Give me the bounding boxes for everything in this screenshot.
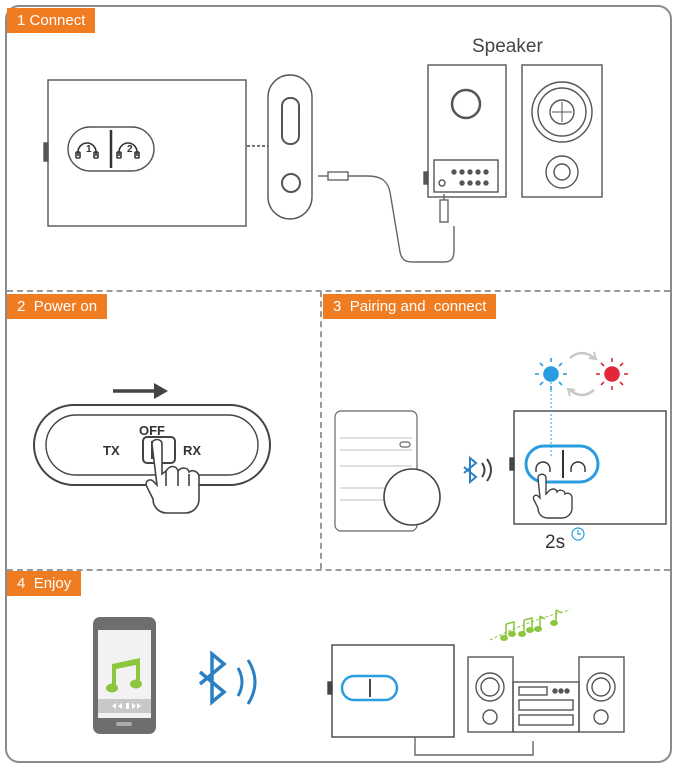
channel-1-s1: 1: [86, 144, 92, 155]
device-name-label: ML300: [388, 490, 434, 507]
speaker-label: Speaker: [472, 36, 543, 57]
section-2-step: 2: [17, 298, 26, 315]
switch-tx-label: TX: [103, 443, 120, 458]
section-3-title: Pairing and connect: [349, 298, 487, 315]
channel-2-s3: 2: [575, 463, 580, 472]
divider-middle: [320, 291, 322, 569]
channel-1-s4: 1: [352, 686, 357, 695]
section-1-tag: 1 Connect: [7, 8, 96, 33]
phone-settings-row1: BLUETOOTH: [342, 443, 361, 447]
instruction-frame: [5, 5, 672, 763]
section-2-title: Power on: [33, 298, 98, 315]
divider-top: [7, 290, 670, 292]
section-4-title: Enjoy: [33, 575, 72, 592]
phone-settings-row2: Controlled Sound: [342, 455, 366, 459]
section-3-step: 3: [333, 298, 342, 315]
press-time-label: 2s: [545, 532, 566, 553]
section-2-tag: 2 Power on: [7, 294, 108, 319]
switch-rx-label: RX: [183, 443, 202, 458]
section-4-tag: 4 Enjoy: [7, 571, 82, 596]
phone-settings-row3: Devices nearby: [342, 472, 363, 476]
channel-1-s3: 1: [540, 463, 545, 472]
section-1-step: 1: [17, 12, 26, 29]
phone-settings-title: Bluetooth: [352, 431, 369, 436]
phone-settings-row5: Sound connected / Bluetooth: [342, 492, 381, 496]
phone-screen-label: MUSIC: [103, 641, 145, 656]
section-3-tag: 3 Pairing and connect: [323, 294, 497, 319]
divider-bottom: [7, 569, 670, 571]
phone-settings-row6: Bluetooth devices: [342, 506, 366, 510]
channel-2-s1: 2: [127, 144, 133, 155]
channel-2-s4: 2: [379, 686, 384, 695]
section-4-step: 4: [17, 575, 26, 592]
phone-settings-row4: ML300: [342, 480, 352, 484]
switch-off-label: OFF: [139, 423, 165, 438]
section-1-title: Connect: [29, 12, 86, 29]
